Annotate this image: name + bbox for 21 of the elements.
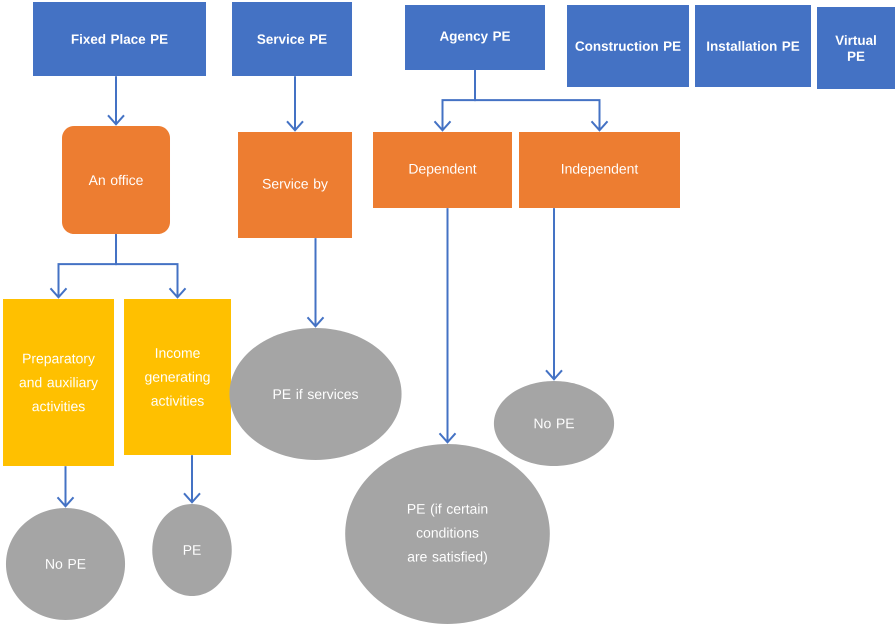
level-box: Virtual PE <box>817 7 895 89</box>
arrow <box>545 208 563 381</box>
level-box: Fixed Place PE <box>33 2 206 76</box>
activity-box: Income generating activities <box>124 298 231 455</box>
arrow <box>474 70 608 132</box>
arrow <box>115 234 186 299</box>
arrow <box>286 76 304 132</box>
arrow <box>183 455 201 504</box>
arrow <box>438 208 456 444</box>
arrow <box>306 238 324 328</box>
arrow <box>56 466 74 508</box>
level-box: Service PE <box>232 2 352 76</box>
category-box: Dependent <box>373 132 512 208</box>
category-box: Service by <box>238 132 352 238</box>
level-box: Agency PE <box>405 5 545 70</box>
category-box: An office <box>62 126 170 234</box>
activity-box: Preparatory and auxiliary activities <box>3 298 114 466</box>
level-box: Installation PE <box>695 5 811 87</box>
arrow <box>107 76 125 126</box>
category-box: Independent <box>519 132 680 208</box>
level-box: Construction PE <box>567 5 689 87</box>
